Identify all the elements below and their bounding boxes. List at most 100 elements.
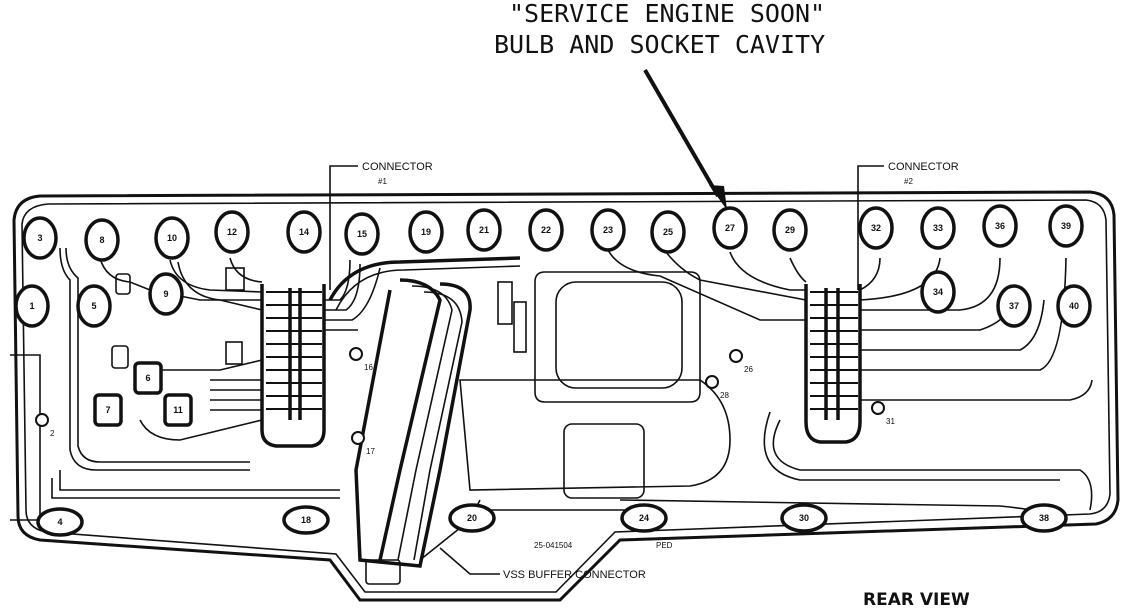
socket-label-37: 37	[1009, 301, 1019, 311]
socket-label-24: 24	[639, 513, 649, 523]
socket-label-8: 8	[99, 235, 104, 245]
ped-label: PED	[656, 541, 673, 550]
flex-strip-frame	[354, 282, 472, 568]
flex-strip-top	[328, 256, 521, 301]
socket-37	[996, 284, 1032, 328]
socket-1	[14, 284, 50, 328]
screw-17	[351, 431, 365, 445]
socket-label-39: 39	[1061, 221, 1071, 231]
socket-label-32: 32	[871, 223, 881, 233]
socket-38	[1020, 503, 1068, 533]
socket-label-18: 18	[301, 515, 311, 525]
socket-9	[148, 272, 184, 316]
vss-buffer-connector	[365, 559, 401, 585]
slot-b	[513, 301, 527, 353]
socket-29	[772, 208, 808, 252]
socket-7	[93, 393, 123, 427]
flex-strip-left-3	[413, 291, 463, 561]
lower-cutout	[563, 423, 645, 499]
screw-28	[705, 375, 719, 389]
socket-27	[712, 206, 748, 250]
socket-32	[858, 206, 894, 250]
socket-40	[1056, 284, 1092, 328]
pad-a	[225, 267, 245, 291]
screw-31	[871, 401, 885, 415]
callout-line-2: BULB AND SOCKET CAVITY	[494, 30, 825, 59]
screw-label-17: 17	[366, 447, 375, 456]
socket-30	[780, 503, 828, 533]
socket-label-19: 19	[421, 227, 431, 237]
socket-label-21: 21	[479, 225, 489, 235]
callout-line-1: "SERVICE ENGINE SOON"	[509, 0, 825, 28]
screw-16	[349, 347, 363, 361]
socket-34	[920, 270, 956, 314]
connector1-leader	[329, 165, 358, 290]
screw-label-16: 16	[364, 363, 373, 372]
socket-label-27: 27	[725, 223, 735, 233]
socket-5	[76, 284, 112, 328]
socket-6	[133, 361, 163, 395]
connector1-label: CONNECTOR	[362, 161, 433, 173]
socket-15	[344, 212, 380, 256]
socket-label-1: 1	[29, 301, 34, 311]
part-number: 25-041504	[534, 541, 573, 550]
socket-label-6: 6	[145, 373, 150, 383]
socket-36	[982, 204, 1018, 248]
socket-label-20: 20	[467, 513, 477, 523]
vss-leader	[439, 547, 500, 575]
socket-23	[590, 208, 626, 252]
screw-26	[729, 349, 743, 363]
connector1-number: #1	[378, 177, 387, 186]
socket-label-40: 40	[1069, 301, 1079, 311]
callout-arrow	[643, 68, 720, 198]
pad-d	[225, 341, 243, 365]
socket-11	[163, 393, 193, 427]
connector2-pins	[824, 288, 840, 420]
socket-label-11: 11	[173, 405, 183, 415]
connector2-number: #2	[904, 177, 913, 186]
socket-8	[84, 218, 120, 262]
socket-label-10: 10	[167, 233, 177, 243]
vss-label: VSS BUFFER CONNECTOR	[503, 569, 646, 581]
socket-label-29: 29	[785, 225, 795, 235]
lower-cutout-border	[459, 379, 731, 491]
socket-19	[408, 210, 444, 254]
screw-label-28: 28	[720, 391, 729, 400]
socket-33	[920, 206, 956, 250]
screw-label-26: 26	[744, 365, 753, 374]
connector1-pin-rows	[266, 291, 322, 410]
connector2-label: CONNECTOR	[888, 161, 959, 173]
connector2-body	[804, 284, 862, 444]
socket-18	[282, 505, 330, 535]
screw-2	[35, 413, 49, 427]
socket-22	[528, 208, 564, 252]
rear-view-label: REAR VIEW	[863, 590, 970, 608]
socket-10	[154, 216, 190, 260]
socket-label-25: 25	[663, 227, 673, 237]
connector2-leader	[857, 165, 884, 290]
slot-a	[497, 281, 513, 325]
wiring-bundles	[51, 247, 1093, 561]
socket-25	[650, 210, 686, 254]
socket-label-12: 12	[227, 227, 237, 237]
socket-label-38: 38	[1039, 513, 1049, 523]
socket-label-4: 4	[57, 517, 62, 527]
center-cutout	[555, 281, 683, 389]
connector1-body	[260, 284, 326, 448]
socket-39	[1048, 204, 1084, 248]
socket-21	[466, 208, 502, 252]
socket-label-30: 30	[799, 513, 809, 523]
flex-strip-top-2	[335, 265, 521, 311]
connector1-pins	[288, 288, 302, 420]
connector2-pin-rows	[810, 291, 858, 410]
center-cutout-border	[534, 271, 701, 403]
board-inner-outline	[21, 199, 1111, 593]
screw-label-2: 2	[50, 429, 55, 438]
socket-label-23: 23	[603, 225, 613, 235]
socket-14	[286, 210, 322, 254]
board-outline	[12, 190, 1120, 602]
